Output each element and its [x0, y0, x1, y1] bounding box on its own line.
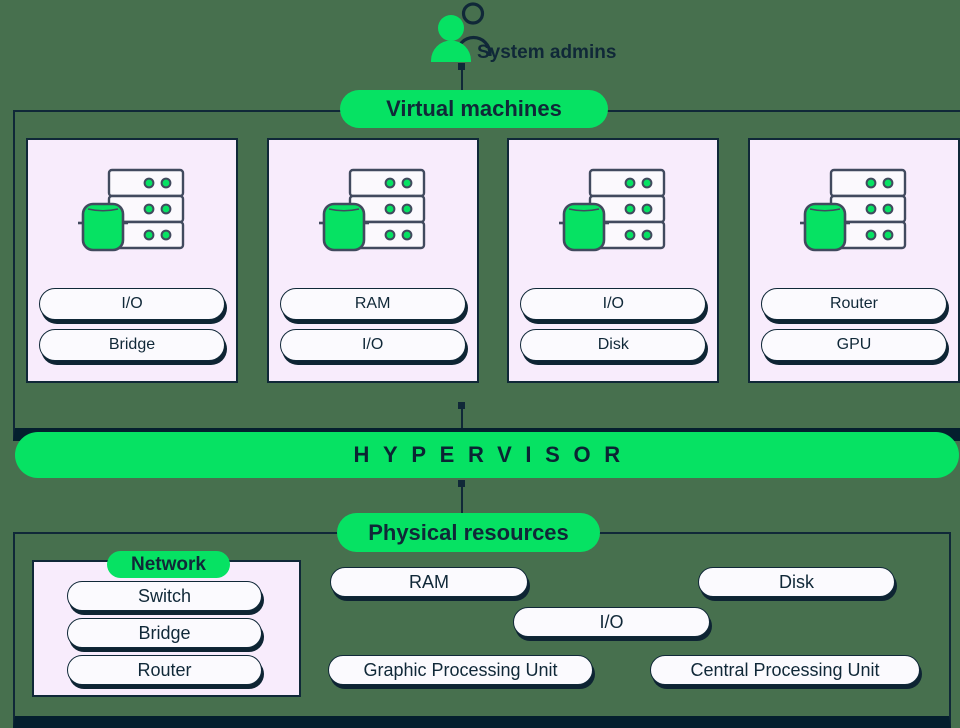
virtual-machines-container: I/O Bridge RAM I/O: [13, 110, 960, 441]
connector-line-top: [461, 66, 463, 92]
system-admins-icon: [431, 2, 492, 62]
virtual-machines-label: Virtual machines: [340, 90, 608, 128]
vm1-resource-pill: Bridge: [39, 329, 225, 361]
vm2-resource-pill: I/O: [279, 329, 466, 361]
resource-pill-ram: RAM: [330, 567, 528, 597]
server-icon: [799, 168, 907, 252]
connector-line-mid1: [461, 402, 463, 434]
vm3-resource-pill: Disk: [520, 329, 707, 361]
vm-card-3: I/O Disk: [507, 138, 720, 383]
vm4-resource-pill: GPU: [760, 329, 947, 361]
resource-pill-cpu: Central Processing Unit: [650, 655, 920, 685]
resource-pill-gpu: Graphic Processing Unit: [328, 655, 593, 685]
server-icon: [78, 168, 185, 252]
vm4-resource-pill: Router: [760, 288, 947, 320]
vm-card-2: RAM I/O: [266, 138, 479, 383]
server-icon: [559, 168, 666, 252]
network-pill-bridge: Bridge: [67, 618, 262, 648]
physical-resources-label: Physical resources: [337, 513, 600, 552]
network-label: Network: [107, 551, 230, 578]
resource-pill-io: I/O: [513, 607, 710, 637]
network-pill-router: Router: [67, 655, 262, 685]
vm2-resource-pill: RAM: [279, 288, 466, 320]
vm-card-4: Router GPU: [747, 138, 960, 383]
hypervisor-bar: HYPERVISOR: [15, 432, 959, 478]
system-admins-label: System admins: [477, 42, 617, 63]
resource-pill-disk: Disk: [698, 567, 895, 597]
connector-line-mid2: [461, 480, 463, 514]
vm3-resource-pill: I/O: [520, 288, 707, 320]
server-icon: [318, 168, 425, 252]
network-pill-switch: Switch: [67, 581, 262, 611]
vm-card-1: I/O Bridge: [26, 138, 238, 383]
vm1-resource-pill: I/O: [39, 288, 225, 320]
